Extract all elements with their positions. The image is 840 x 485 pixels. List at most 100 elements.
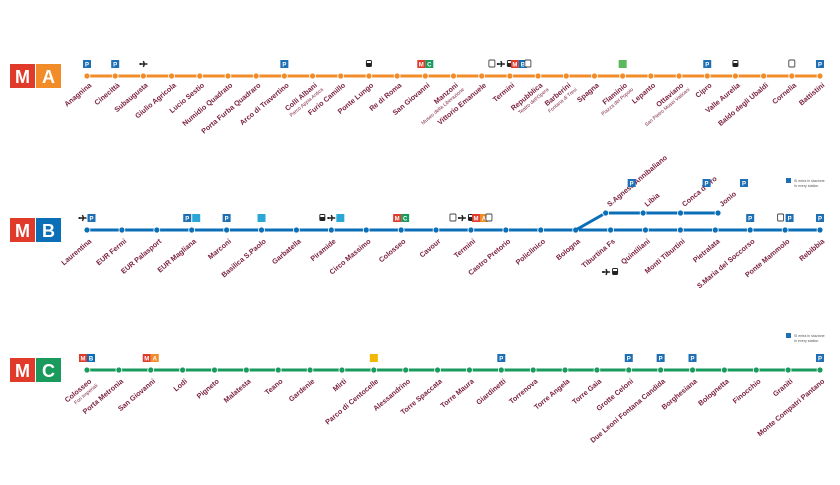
- station-dot[interactable]: [83, 226, 91, 234]
- station-dot[interactable]: [83, 366, 91, 374]
- station-dot[interactable]: [242, 366, 250, 374]
- station-b[interactable]: Circo Massimo: [328, 226, 373, 276]
- station-dot[interactable]: [280, 72, 288, 80]
- station-dot[interactable]: [714, 209, 722, 217]
- station-dot[interactable]: [337, 72, 345, 80]
- station-b[interactable]: Tiburtina Fs: [580, 226, 619, 276]
- station-dot[interactable]: [153, 226, 161, 234]
- station-dot[interactable]: [781, 226, 789, 234]
- station-dot[interactable]: [362, 226, 370, 234]
- station-dot[interactable]: [760, 72, 768, 80]
- station-c[interactable]: Bolognetta: [696, 366, 731, 408]
- station-c[interactable]: Finocchio: [731, 366, 763, 405]
- station-dot[interactable]: [118, 226, 126, 234]
- station-dot[interactable]: [147, 366, 155, 374]
- station-dot[interactable]: [816, 366, 824, 374]
- station-dot[interactable]: [607, 226, 614, 234]
- station-dot[interactable]: [602, 209, 610, 217]
- station-dot[interactable]: [306, 366, 314, 374]
- station-dot[interactable]: [746, 226, 754, 234]
- station-dot[interactable]: [309, 72, 316, 80]
- station-dot[interactable]: [529, 366, 537, 374]
- station-dot[interactable]: [625, 366, 633, 374]
- station-c[interactable]: Torre Spaccata: [399, 366, 445, 417]
- station-dot[interactable]: [370, 366, 378, 374]
- station-dot[interactable]: [274, 366, 282, 374]
- station-b[interactable]: Garbatella: [270, 226, 303, 266]
- station-dot[interactable]: [168, 72, 175, 80]
- station-dot[interactable]: [432, 226, 440, 234]
- station-dot[interactable]: [816, 72, 824, 80]
- station-dot[interactable]: [676, 226, 684, 234]
- station-dot[interactable]: [467, 226, 475, 234]
- station-dot[interactable]: [639, 209, 647, 217]
- station-dot[interactable]: [593, 366, 601, 374]
- station-dot[interactable]: [689, 366, 696, 374]
- station-dot[interactable]: [677, 209, 684, 217]
- station-dot[interactable]: [83, 72, 91, 80]
- station-dot[interactable]: [647, 72, 655, 80]
- station-dot[interactable]: [196, 72, 204, 80]
- station-dot[interactable]: [752, 366, 760, 374]
- station-dot[interactable]: [788, 72, 796, 80]
- station-dot[interactable]: [223, 226, 231, 234]
- station-c[interactable]: Pigneto: [195, 366, 221, 400]
- station-dot[interactable]: [393, 72, 401, 80]
- station-dot[interactable]: [115, 366, 123, 374]
- station-b[interactable]: Cavour: [418, 226, 443, 259]
- station-dot[interactable]: [784, 366, 792, 374]
- station-a[interactable]: Cornelia: [770, 59, 799, 106]
- station-c[interactable]: Parco di Centocelle: [323, 354, 380, 426]
- station-dot[interactable]: [466, 366, 473, 374]
- station-c[interactable]: Torrenova: [507, 366, 540, 406]
- station-dot[interactable]: [703, 72, 711, 80]
- station-a[interactable]: Lepanto: [630, 72, 658, 106]
- station-dot[interactable]: [327, 226, 335, 234]
- station-c[interactable]: Torre Angela: [532, 366, 572, 412]
- station-dot[interactable]: [421, 72, 429, 80]
- station-dot[interactable]: [450, 72, 457, 80]
- station-b[interactable]: Monti Tiburtini: [643, 226, 687, 276]
- station-dot[interactable]: [534, 72, 542, 80]
- station-dot[interactable]: [434, 366, 441, 374]
- station-dot[interactable]: [179, 366, 187, 374]
- station-dot[interactable]: [720, 366, 728, 374]
- station-dot[interactable]: [537, 226, 545, 234]
- station-dot[interactable]: [657, 366, 665, 374]
- station-dot[interactable]: [732, 72, 739, 80]
- station-dot[interactable]: [139, 72, 147, 80]
- station-b[interactable]: Policlinico: [514, 226, 548, 267]
- station-c[interactable]: Torre Gaia: [570, 366, 604, 406]
- station-dot[interactable]: [365, 72, 373, 80]
- station-dot[interactable]: [619, 72, 627, 80]
- station-dot[interactable]: [252, 72, 260, 80]
- station-dot[interactable]: [561, 366, 569, 374]
- station-b[interactable]: Quintiliani: [619, 226, 652, 266]
- station-dot[interactable]: [711, 226, 719, 234]
- station-b[interactable]: Piramide: [309, 214, 345, 263]
- station-dot[interactable]: [816, 226, 824, 234]
- station-dot[interactable]: [402, 366, 410, 374]
- station-dot[interactable]: [188, 226, 196, 234]
- station-dot[interactable]: [497, 366, 505, 374]
- station-c[interactable]: Torre Maura: [439, 366, 477, 410]
- station-c[interactable]: Gardenie: [287, 366, 317, 404]
- station-dot[interactable]: [211, 366, 218, 374]
